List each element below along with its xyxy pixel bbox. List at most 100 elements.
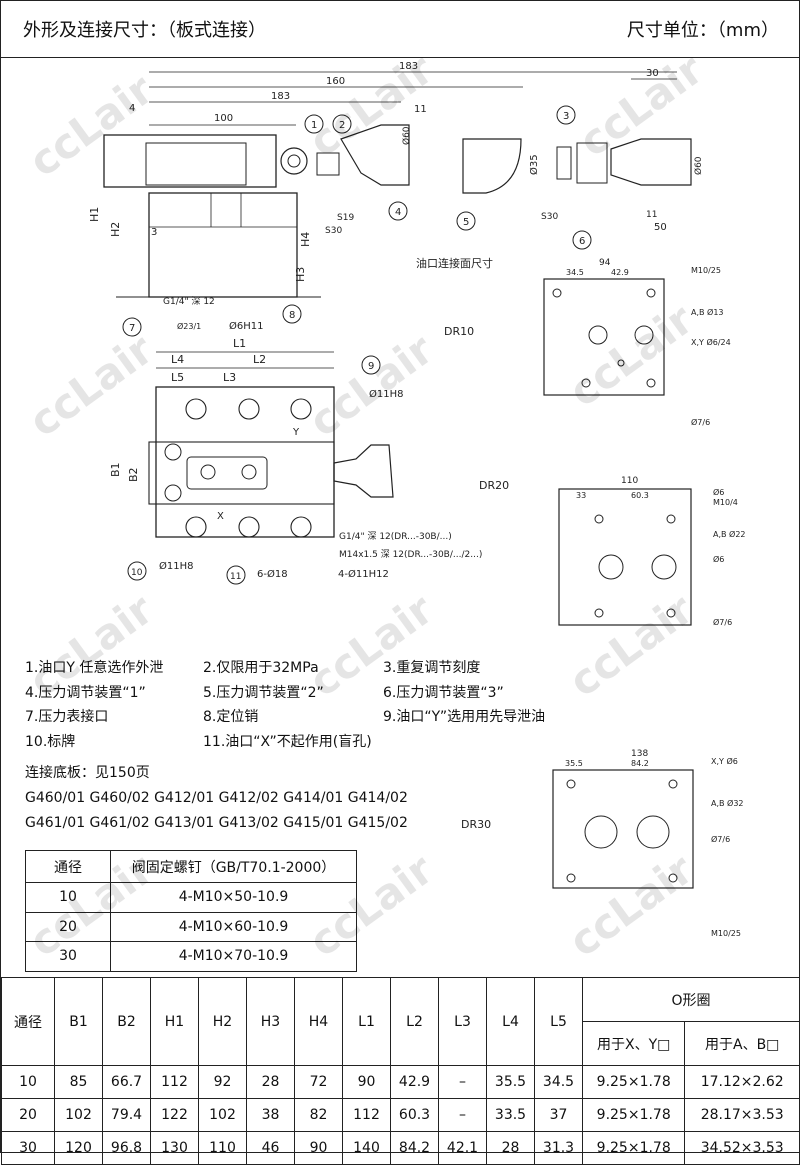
dim-183: 183 xyxy=(271,91,290,102)
table-cell: 4-M10×60-10.9 xyxy=(110,911,357,942)
table-cell: 9.25×1.78 xyxy=(581,1065,686,1099)
dim-30: 30 xyxy=(646,68,659,79)
dr30-ab: A,B Ø32 xyxy=(711,798,744,808)
table-cell: 120 xyxy=(54,1131,103,1165)
table-cell: 130 xyxy=(150,1131,199,1165)
table-cell: 140 xyxy=(342,1131,391,1165)
dr30-xy: X,Y Ø6 xyxy=(711,756,738,766)
legend-item: 9.油口“Y”选用用先导泄油 xyxy=(383,709,546,725)
col-header: L3 xyxy=(438,977,487,1066)
table-subheader-row: 用于X、Y□ 用于A、B□ xyxy=(2,1021,800,1066)
dr30-d7: Ø7/6 xyxy=(711,834,730,844)
legend-item: 3.重复调节刻度 xyxy=(383,660,481,676)
table-cell: 28.17×3.53 xyxy=(684,1098,800,1132)
table-cell: 90 xyxy=(342,1065,391,1099)
col-header: L1 xyxy=(342,977,391,1066)
subplates-title: 连接底板：见150页 xyxy=(25,765,150,781)
col-header: 阀固定螺钉（GB/T70.1-2000） xyxy=(110,850,357,883)
dim-l4: L4 xyxy=(171,353,184,366)
col-header: L4 xyxy=(486,977,535,1066)
table-cell: 28 xyxy=(486,1131,535,1165)
col-header: L2 xyxy=(390,977,439,1066)
note-m14: M14x1.5 深 12(DR...-30B/.../2...) xyxy=(339,549,482,560)
face-title: 油口连接面尺寸 xyxy=(416,256,493,270)
col-header: 用于A、B□ xyxy=(684,1021,800,1066)
dim-160: 160 xyxy=(326,76,345,87)
table-cell: 9.25×1.78 xyxy=(581,1131,686,1165)
legend-row: 1.油口Y 任意选作外泄 2.仅限用于32MPa 3.重复调节刻度 xyxy=(25,656,545,681)
legend-item: 8.定位销 xyxy=(203,709,259,725)
subplates-info: 连接底板：见150页 G460/01 G460/02 G412/01 G412/… xyxy=(25,761,408,836)
dim-3: 3 xyxy=(151,227,157,238)
dim-d6h11: Ø6H11 xyxy=(229,320,263,332)
table-cell: 60.3 xyxy=(390,1098,439,1132)
col-header: 通径 xyxy=(1,977,55,1066)
dim-4: 4 xyxy=(129,103,135,114)
col-header: H1 xyxy=(150,977,199,1066)
legend-row: 4.压力调节装置“1” 5.压力调节装置“2” 6.压力调节装置“3” xyxy=(25,681,545,706)
table-cell: 42.9 xyxy=(390,1065,439,1099)
dr30-face: DR30 138 35.5 84.2 X,Y Ø6 A,B Ø32 Ø7/6 M… xyxy=(461,749,744,938)
legend-item: 4.压力调节装置“1” xyxy=(25,684,146,701)
dr10-xy: X,Y Ø6/24 xyxy=(691,337,731,347)
dim-h2: H2 xyxy=(109,222,122,237)
dr10-ab: A,B Ø13 xyxy=(691,307,724,317)
legend-item: 6.压力调节装置“3” xyxy=(383,684,504,701)
dr10-d7: Ø7/6 xyxy=(691,417,710,427)
table-cell: 85 xyxy=(54,1065,103,1099)
dim-4-d11h12: 4-Ø11H12 xyxy=(338,568,389,580)
table-cell: – xyxy=(438,1065,487,1099)
table-cell: 30 xyxy=(1,1131,55,1165)
dr10-label: DR10 xyxy=(444,325,474,338)
table-row: 30 4-M10×70-10.9 xyxy=(25,941,357,972)
dim-b1: B1 xyxy=(109,462,122,477)
legend-item: 1.油口Y 任意选作外泄 xyxy=(25,660,164,676)
dim-l3: L3 xyxy=(223,371,236,384)
table-cell: 28 xyxy=(246,1065,295,1099)
legend-item: 10.标牌 xyxy=(25,733,76,750)
dim-100: 100 xyxy=(214,113,233,124)
legend-row: 7.压力表接口 8.定位销 9.油口“Y”选用用先导泄油 xyxy=(25,705,545,730)
dr30-dim-84-2: 84.2 xyxy=(631,759,649,768)
table-cell: 102 xyxy=(54,1098,103,1132)
table-cell: 33.5 xyxy=(486,1098,535,1132)
section-title: 外形及连接尺寸：（板式连接） xyxy=(23,20,266,41)
dim-l5: L5 xyxy=(171,371,184,384)
dim-s19: S19 xyxy=(337,213,354,223)
dr20-ab: A,B Ø22 xyxy=(713,529,746,539)
legend-row: 10.标牌 11.油口“X”不起作用(盲孔) xyxy=(25,730,545,755)
dim-d11h8-top: Ø11H8 xyxy=(369,388,403,400)
dim-h1: H1 xyxy=(88,207,101,222)
dim-d11h8-bottom: Ø11H8 xyxy=(159,560,193,572)
table-cell: 17.12×2.62 xyxy=(684,1065,800,1099)
note-g14: G1/4" 深 12(DR...-30B/...) xyxy=(339,531,452,542)
table-cell: 10 xyxy=(25,882,111,913)
table-cell: 79.4 xyxy=(102,1098,151,1132)
dim-l1: L1 xyxy=(233,337,246,350)
dim-s30-right: S30 xyxy=(541,212,558,222)
callout-5: 5 xyxy=(463,217,469,228)
dr10-width: 94 xyxy=(599,258,611,268)
table-cell: 9.25×1.78 xyxy=(581,1098,686,1132)
dim-d60-left: Ø60 xyxy=(401,126,412,145)
table-cell: 110 xyxy=(198,1131,247,1165)
callout-2: 2 xyxy=(339,120,345,131)
col-header-oring: O形圈 xyxy=(582,977,800,1022)
callout-10: 10 xyxy=(131,568,143,578)
unit-label: 尺寸单位：（mm） xyxy=(626,20,779,41)
legend-item: 7.压力表接口 xyxy=(25,709,109,725)
dr20-m10: M10/4 xyxy=(713,498,738,507)
callout-3: 3 xyxy=(563,111,569,122)
dimensions-table: 通径 B1 B2 H1 H2 H3 H4 L1 L2 L3 L4 L5 O形圈 … xyxy=(1,977,800,1165)
dr10-dim-34-5: 34.5 xyxy=(566,268,584,277)
table-cell: 82 xyxy=(294,1098,343,1132)
table-header-row: 通径 B1 B2 H1 H2 H3 H4 L1 L2 L3 L4 L5 O形圈 xyxy=(1,977,800,1066)
col-header: B1 xyxy=(54,977,103,1066)
bolt-table: 通径 阀固定螺钉（GB/T70.1-2000） 10 4-M10×50-10.9… xyxy=(25,850,357,972)
table-cell: 102 xyxy=(198,1098,247,1132)
table-cell: 31.3 xyxy=(534,1131,583,1165)
dim-s30-left: S30 xyxy=(325,226,342,236)
callout-11: 11 xyxy=(230,572,241,582)
table-cell: – xyxy=(438,1098,487,1132)
callout-7: 7 xyxy=(129,323,135,334)
